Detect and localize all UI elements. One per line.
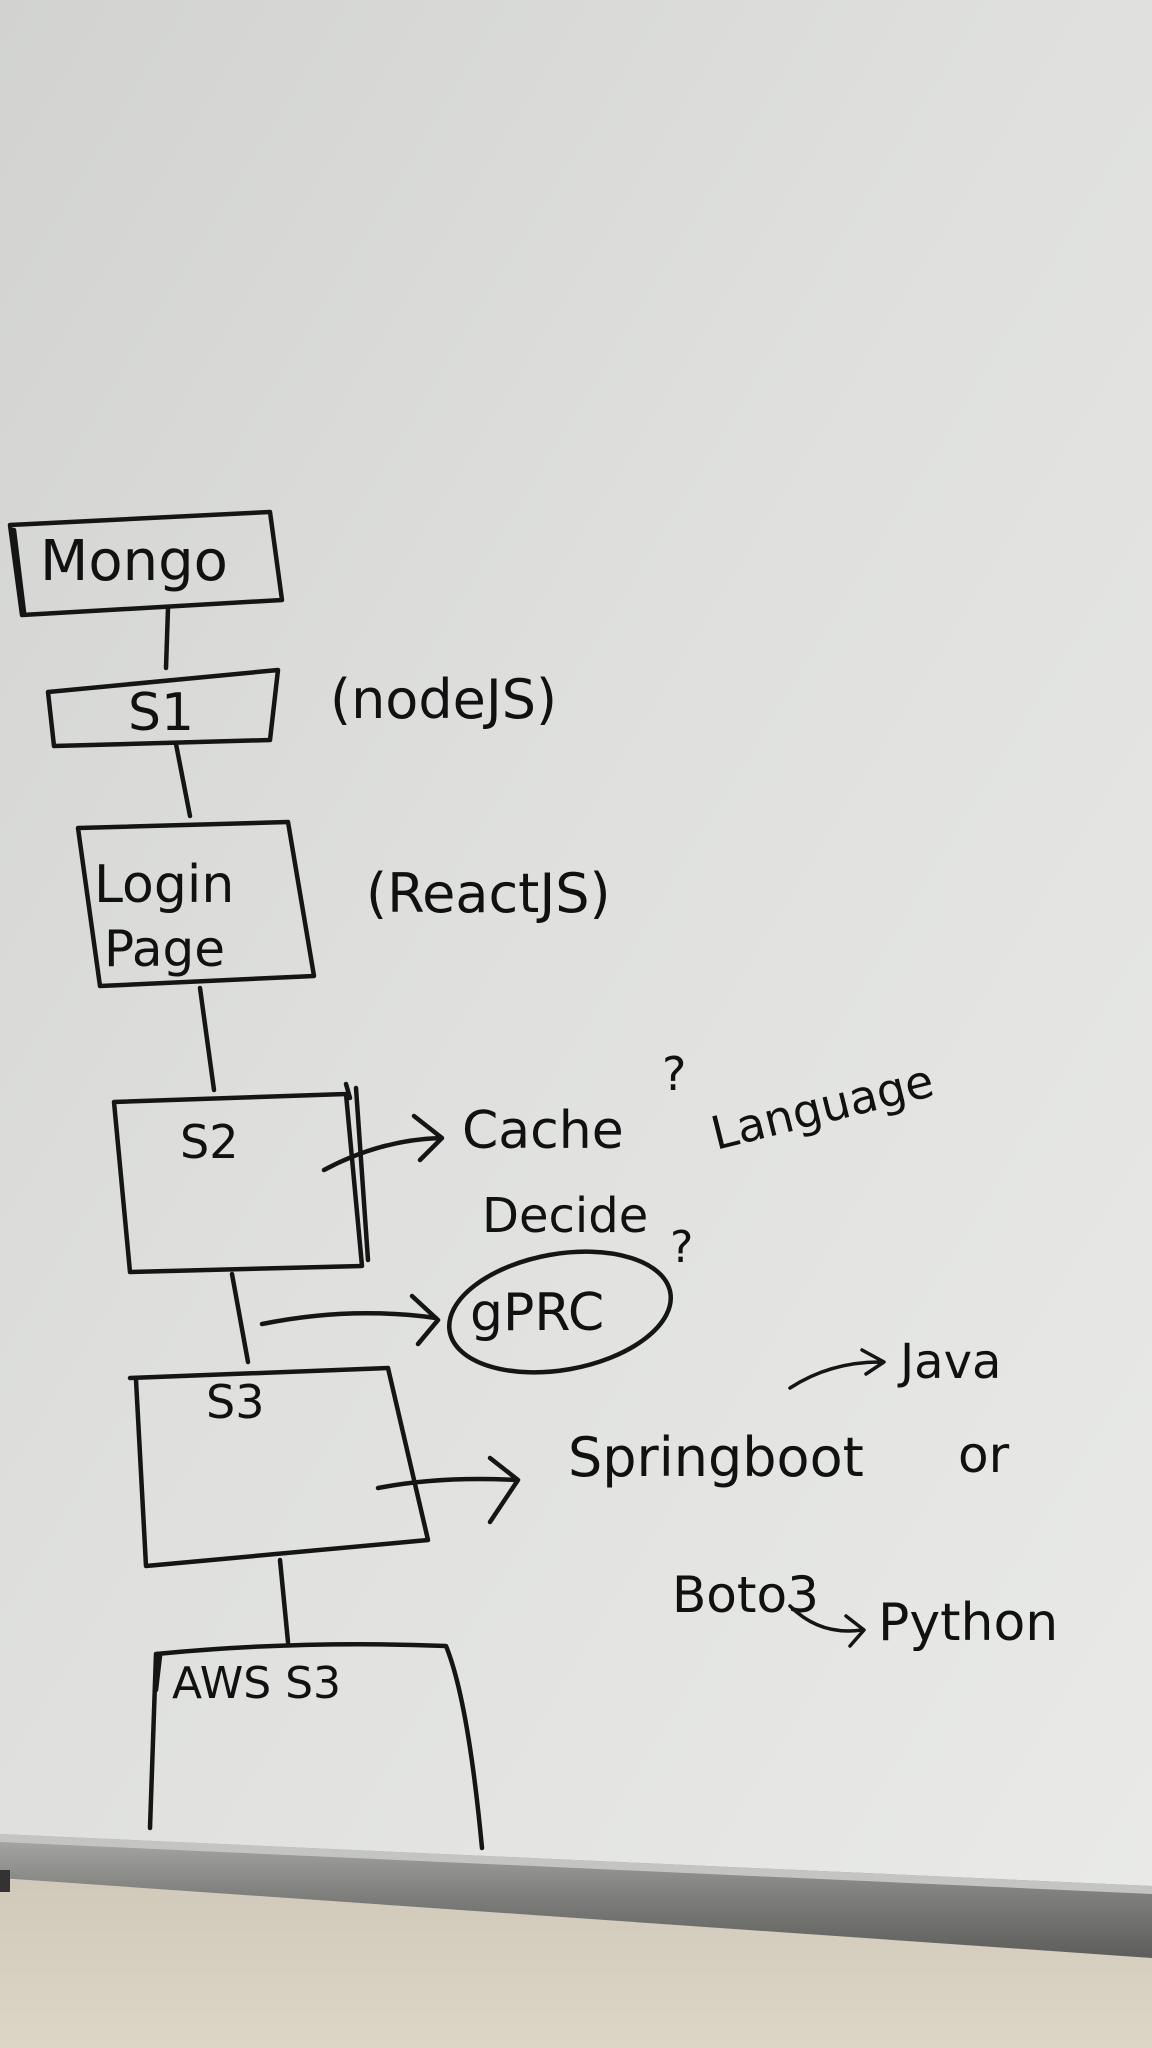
s1-tech-annotation: (nodeJS) [330,668,557,731]
java-arrow [788,1348,886,1390]
connector-s1-login [173,741,193,819]
python-annotation: Python [878,1593,1058,1653]
s1-label: S1 [128,683,194,743]
grpc-annotation: gPRC [470,1283,604,1343]
grpc-question: ? [670,1222,693,1273]
s3-label: S3 [206,1375,264,1429]
s2-decide-annotation: Decide [482,1188,648,1244]
springboot-annotation: Springboot [568,1426,864,1489]
login-label-line2: Page [104,920,225,978]
grpc-ellipse [446,1249,674,1375]
connector-login-s2 [197,985,217,1093]
s2-cache-annotation: Cache [462,1101,624,1161]
s3-box [127,1365,431,1569]
mongo-box [7,509,285,618]
tray-end-cap [0,1870,10,1892]
or-annotation: or [958,1426,1010,1484]
python-arrow [788,1604,866,1648]
boto3-annotation: Boto3 [672,1566,819,1624]
s1-box [45,667,281,749]
login-page-box [75,819,317,989]
connector-s2-s3 [229,1271,251,1365]
grpc-arrow [259,1293,441,1347]
aws-s3-label: AWS S3 [172,1658,341,1709]
s3-springboot-arrow [375,1455,521,1525]
login-label-line1: Login [94,855,234,915]
connector-mongo-s1 [163,605,171,671]
tray-highlight [0,1834,1152,1894]
aws-s3-box [147,1641,485,1851]
java-annotation: Java [897,1334,1001,1390]
mongo-label: Mongo [40,529,228,594]
login-tech-annotation: (ReactJS) [366,862,611,925]
s2-cache-arrow [321,1113,445,1173]
s2-label: S2 [180,1115,238,1169]
s2-box [111,1081,371,1275]
whiteboard-tray [0,1834,1152,1958]
connector-s3-aws [277,1557,291,1645]
s2-cache-question: ? [662,1047,686,1101]
whiteboard-surface [0,0,1152,1888]
